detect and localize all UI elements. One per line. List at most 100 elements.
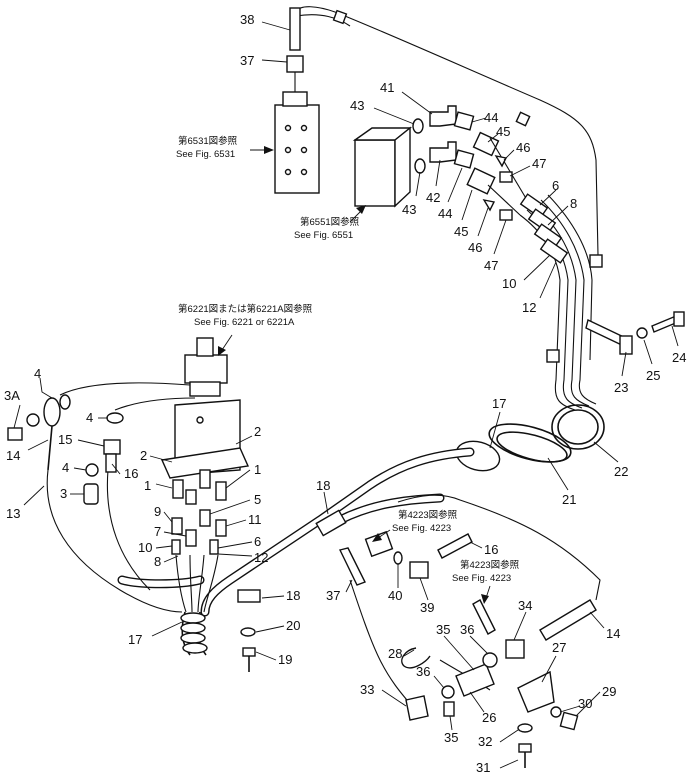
fitting-11 — [215, 519, 227, 537]
callout-19: 19 — [278, 652, 292, 667]
ref-6221-jp: 第6221図または第6221A図参照 — [178, 303, 313, 315]
callout-6: 6 — [254, 534, 261, 549]
callout-24: 24 — [672, 350, 686, 365]
callout-45: 45 — [496, 124, 510, 139]
callout-4: 4 — [62, 460, 69, 475]
hose-16-right — [397, 494, 601, 601]
callout-44: 44 — [484, 110, 498, 125]
callout-33: 33 — [360, 682, 374, 697]
fitting-line-2 — [189, 554, 193, 613]
fitting-1-left — [172, 479, 184, 499]
callout-43: 43 — [350, 98, 364, 113]
callout-26: 26 — [482, 710, 496, 725]
plug-3A — [7, 427, 23, 441]
hose-loop-22-a — [551, 404, 605, 450]
fitting-12 — [209, 539, 219, 555]
callout-40: 40 — [388, 588, 402, 603]
fitting-cluster-2 — [527, 208, 557, 234]
elbow-33 — [405, 695, 429, 721]
elbow-41 — [429, 105, 457, 127]
callout-18: 18 — [286, 588, 300, 603]
hose-13 — [46, 469, 183, 613]
callout-17: 17 — [128, 632, 142, 647]
valve-6221-base — [189, 381, 221, 397]
callout-28: 28 — [388, 646, 402, 661]
callout-37: 37 — [240, 53, 254, 68]
block-4223 — [364, 530, 394, 558]
washer-32 — [517, 723, 533, 733]
ref-4223a-en: See Fig. 4223 — [392, 523, 451, 534]
fitting-39 — [409, 561, 429, 579]
arrow-to-6221 — [218, 346, 226, 356]
bundle-line-5 — [547, 194, 593, 361]
fitting-37-top — [286, 55, 304, 73]
valve-port — [300, 146, 308, 154]
o-ring-43-lower — [414, 158, 426, 174]
line-to-valve-2 — [114, 397, 196, 411]
bundle-line-1 — [519, 214, 576, 411]
callout-3: 3 — [60, 486, 67, 501]
callout-43: 43 — [402, 202, 416, 217]
callout-31: 31 — [476, 760, 490, 775]
washer-25 — [636, 327, 648, 339]
line-clamp-right — [515, 111, 531, 127]
callout-22: 22 — [614, 464, 628, 479]
callout-47: 47 — [484, 258, 498, 273]
right-clamp — [589, 254, 603, 268]
callout-37: 37 — [326, 588, 340, 603]
reference-notes: 第6531図参照 See Fig. 6531 第6551図参照 See Fig.… — [176, 135, 520, 584]
callout-38: 38 — [240, 12, 254, 27]
plate-hole — [196, 416, 204, 424]
fitting-38 — [289, 7, 301, 51]
ref-4223b-en: See Fig. 4223 — [452, 573, 511, 584]
callout-41: 41 — [380, 80, 394, 95]
fitting-16-left — [105, 453, 117, 473]
hose-16-left — [106, 469, 151, 591]
hose-45-run-2 — [487, 184, 521, 216]
ref-4223a-jp: 第4223図参照 — [398, 509, 458, 521]
bundle-clamp — [546, 349, 560, 363]
line-to-valve — [59, 382, 191, 396]
o-ring-4-low — [85, 463, 99, 477]
fitting-34-body — [472, 599, 496, 635]
callout-21: 21 — [562, 492, 576, 507]
fitting-1-center — [199, 469, 211, 489]
seal-46-upper — [494, 155, 508, 168]
hose-14-lower — [539, 599, 597, 641]
fitting-10 — [171, 539, 181, 555]
callout-2: 2 — [140, 448, 147, 463]
fitting-34 — [505, 639, 525, 659]
valve-6531-top — [282, 91, 308, 107]
line-clamp-top — [332, 9, 348, 25]
valve-6551-side-face — [394, 126, 411, 208]
callout-45: 45 — [454, 224, 468, 239]
hose-loop-21-b — [496, 431, 568, 463]
valve-port — [300, 124, 308, 132]
callout-9: 9 — [154, 504, 161, 519]
pilot-line-top-inner — [295, 14, 351, 27]
callout-14: 14 — [6, 448, 20, 463]
callout-10: 10 — [138, 540, 152, 555]
callout-39: 39 — [420, 600, 434, 615]
adapter-44-upper — [453, 111, 475, 131]
banjo-14 — [43, 397, 61, 427]
callout-11: 11 — [248, 512, 262, 527]
valve-26 — [455, 663, 495, 697]
ref-6551-jp: 第6551図参照 — [300, 216, 360, 228]
leader-lines — [13, 21, 679, 769]
callout-12: 12 — [254, 550, 268, 565]
piping-lines — [46, 6, 605, 707]
hose-16-fitting — [437, 533, 473, 559]
ref-6551-en: See Fig. 6551 — [294, 230, 353, 241]
fitting-cluster-4 — [539, 238, 569, 264]
main-harness-inner — [201, 448, 474, 616]
callout-1: 1 — [144, 478, 151, 493]
fitting-35-lower — [443, 701, 455, 717]
bundle-wrap-3 — [180, 632, 206, 644]
hose-loop-22-b — [557, 409, 599, 445]
callout-4: 4 — [34, 366, 41, 381]
arrow-to-4223-b — [481, 594, 489, 604]
bundle-wrap-1 — [180, 612, 206, 624]
arrow-to-6551 — [356, 205, 366, 214]
bolt-31-head — [518, 743, 532, 753]
